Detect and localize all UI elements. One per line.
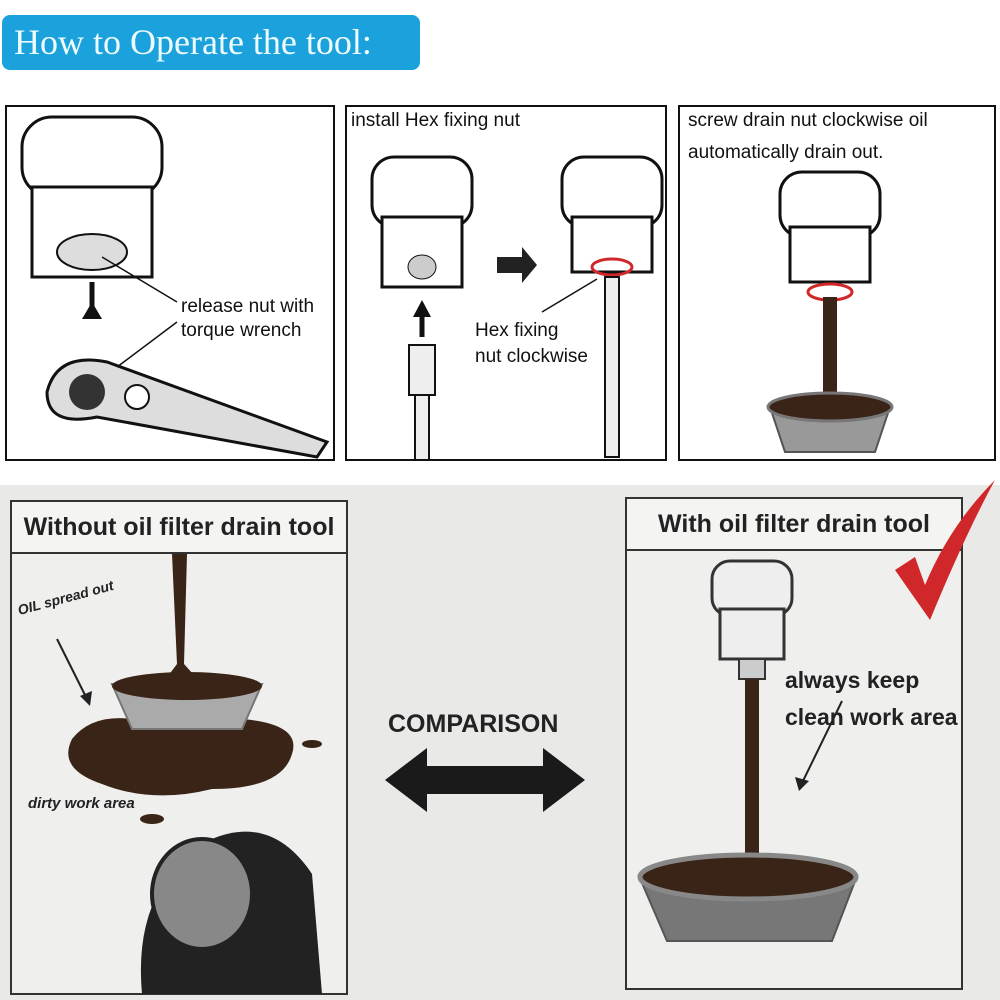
step-2-caption: install Hex fixing nut	[351, 110, 520, 131]
clean-area-note-line1: always keep	[785, 667, 920, 693]
with-tool-heading: With oil filter drain tool	[627, 499, 961, 551]
oil-spill-illustration	[56, 554, 322, 994]
step-1-panel: release nut with torque wrench	[5, 105, 335, 461]
without-tool-box: Without oil filter drain tool OIL spread…	[10, 500, 348, 995]
page-title: How to Operate the tool:	[2, 15, 420, 70]
hex-nut-install-illustration	[370, 155, 664, 461]
filter-housing-wrench-illustration	[20, 115, 330, 459]
step-2-label-line1: Hex fixing	[475, 320, 559, 341]
oil-draining-illustration	[766, 170, 894, 453]
step-3-caption-line1: screw drain nut clockwise oil	[688, 110, 928, 131]
step-3-caption-line2: automatically drain out.	[688, 142, 884, 163]
clean-drain-illustration	[637, 559, 859, 942]
checkmark-icon	[895, 480, 995, 620]
clean-area-note-line2: clean work area	[785, 704, 958, 730]
without-tool-heading: Without oil filter drain tool	[12, 502, 346, 554]
step-1-label-line1: release nut with	[181, 296, 315, 317]
step-3-panel: screw drain nut clockwise oil automatica…	[678, 105, 996, 461]
comparison-label: COMPARISON	[388, 710, 559, 738]
step-1-label-line2: torque wrench	[181, 320, 302, 341]
dirty-area-note: dirty work area	[28, 795, 135, 812]
step-2-panel: install Hex fixing nut Hex fixing nut cl…	[345, 105, 667, 461]
double-arrow-icon	[385, 748, 585, 812]
step-2-label-line2: nut clockwise	[475, 346, 588, 367]
